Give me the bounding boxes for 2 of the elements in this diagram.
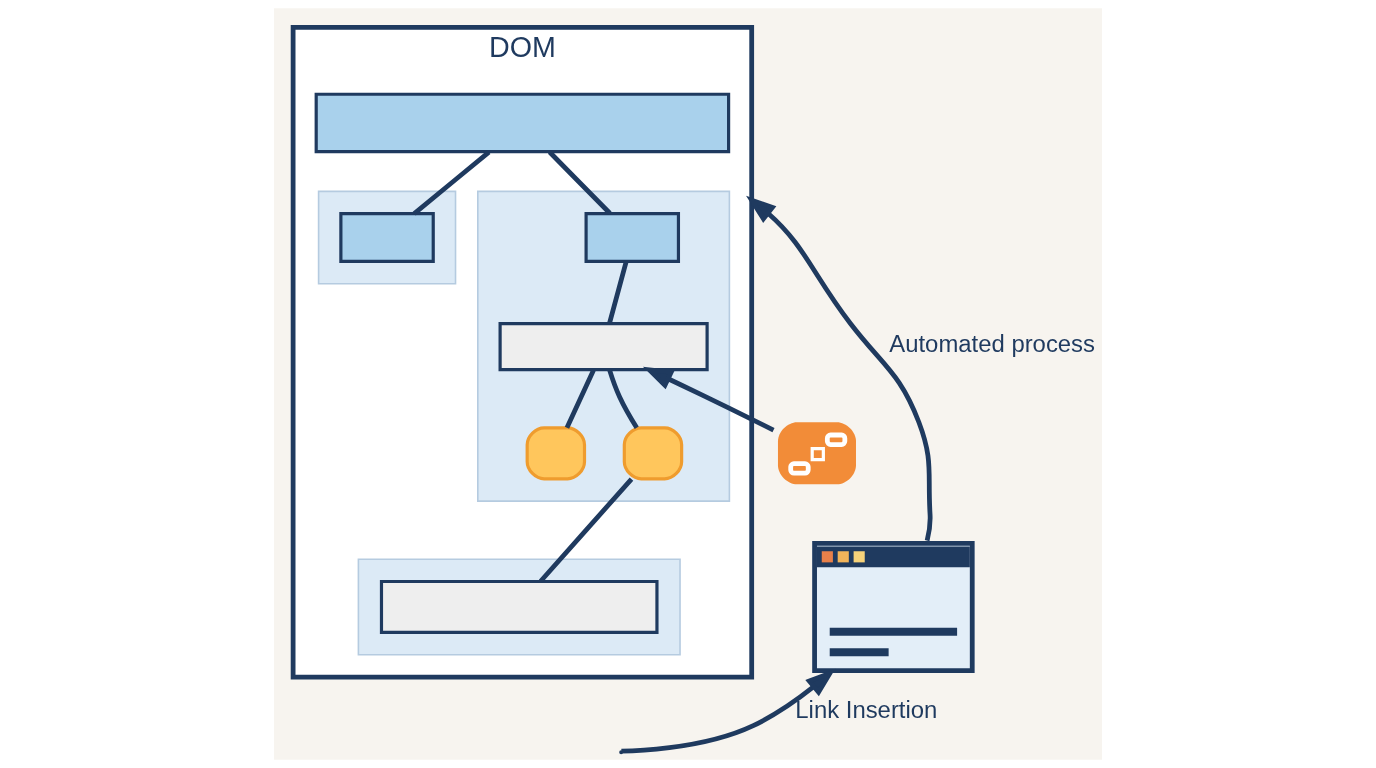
- edge-label: Automated process: [889, 330, 1095, 358]
- edge-label: Link Insertion: [795, 695, 938, 723]
